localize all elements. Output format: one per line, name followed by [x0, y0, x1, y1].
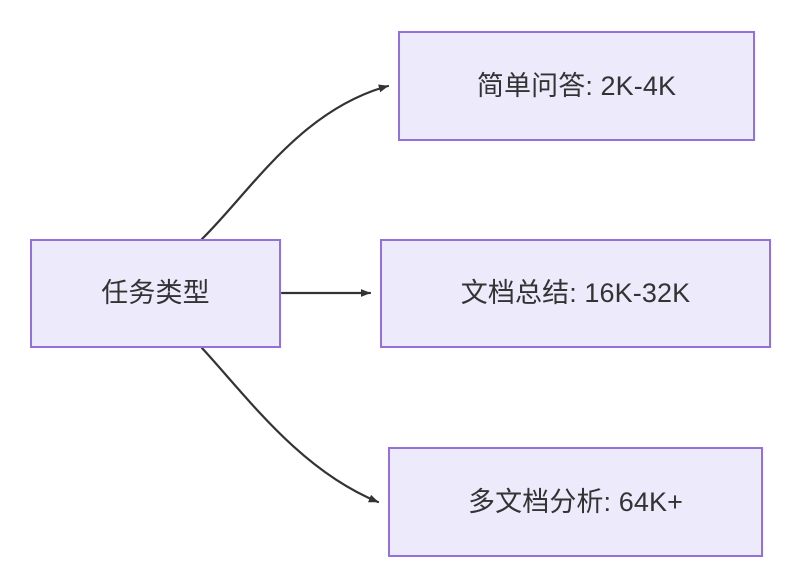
node-simple-qa[interactable]: 简单问答: 2K-4K	[398, 31, 755, 141]
node-doc-summary[interactable]: 文档总结: 16K-32K	[380, 239, 771, 348]
node-multi-doc-analysis[interactable]: 多文档分析: 64K+	[388, 447, 763, 557]
edge-source-to-multi-doc	[200, 346, 380, 504]
node-simple-qa-label: 简单问答: 2K-4K	[476, 70, 677, 101]
node-multi-doc-analysis-label: 多文档分析: 64K+	[468, 486, 683, 517]
edge-source-to-simple-qa	[200, 84, 390, 241]
node-task-type-label: 任务类型	[101, 278, 210, 309]
node-doc-summary-label: 文档总结: 16K-32K	[460, 278, 691, 309]
node-task-type[interactable]: 任务类型	[30, 239, 281, 348]
